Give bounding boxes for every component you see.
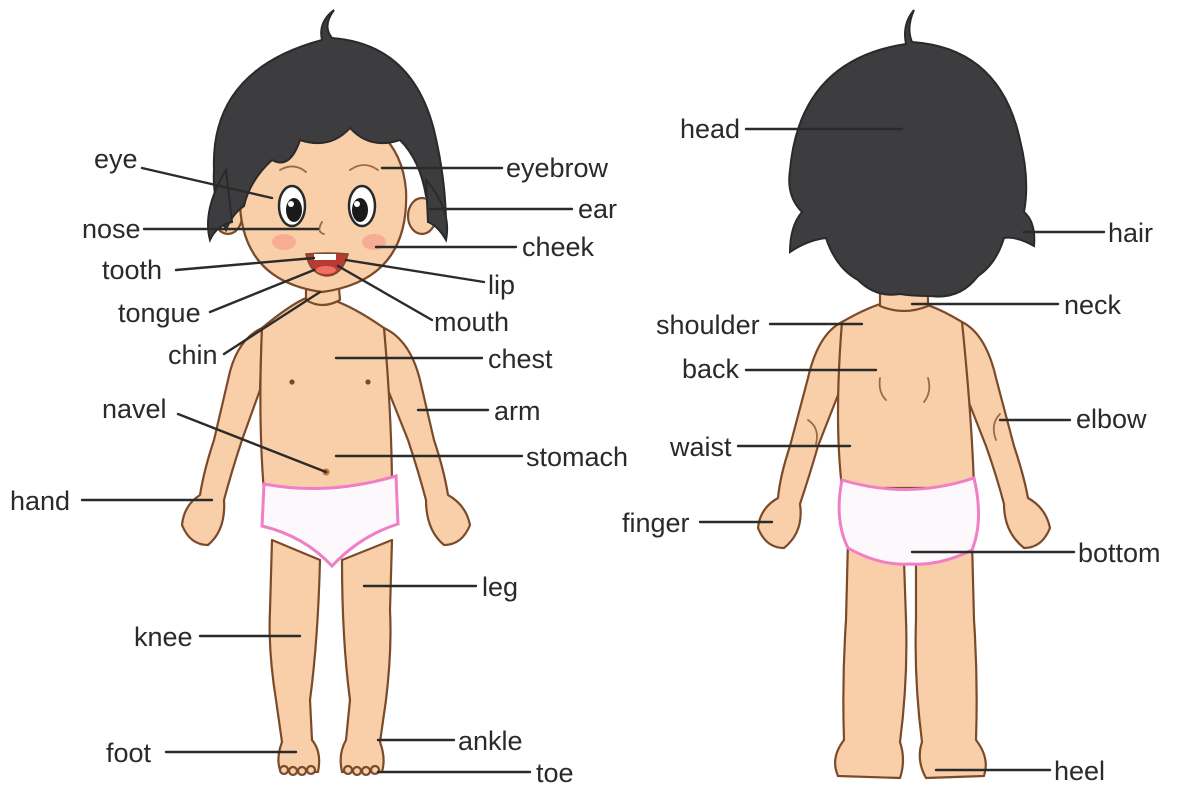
back-figure (758, 10, 1050, 778)
front-right-eye-shine (354, 201, 360, 207)
label-chin: chin (168, 340, 218, 370)
label-navel: navel (102, 394, 167, 424)
front-right-leg (341, 540, 392, 772)
back-left-leg (835, 540, 906, 778)
label-shoulder: shoulder (656, 310, 760, 340)
label-mouth: mouth (434, 307, 509, 337)
label-heel: heel (1054, 756, 1105, 786)
back-torso (838, 300, 974, 488)
label-ankle: ankle (458, 726, 523, 756)
front-right-pupil (352, 198, 368, 222)
label-neck: neck (1064, 290, 1122, 320)
front-figure (182, 10, 470, 775)
front-toes (280, 766, 379, 775)
label-knee: knee (134, 622, 193, 652)
label-waist: waist (669, 432, 732, 462)
label-eyebrow: eyebrow (506, 153, 609, 183)
label-nose: nose (82, 214, 141, 244)
back-left-arm (758, 322, 842, 548)
label-arm: arm (494, 396, 541, 426)
label-chest: chest (488, 344, 553, 374)
back-right-leg (916, 540, 986, 778)
front-torso (260, 296, 392, 492)
label-finger: finger (622, 508, 690, 538)
front-teeth (314, 254, 336, 260)
label-stomach: stomach (526, 442, 628, 472)
back-hair (789, 10, 1034, 297)
label-tongue: tongue (118, 298, 201, 328)
label-hair: hair (1108, 218, 1153, 248)
label-cheek: cheek (522, 232, 595, 262)
label-head: head (680, 114, 740, 144)
front-tongue (316, 266, 336, 274)
front-chest-dot-left (289, 379, 294, 384)
label-elbow: elbow (1076, 404, 1147, 434)
label-bottom: bottom (1078, 538, 1161, 568)
label-lip: lip (488, 270, 515, 300)
label-foot: foot (106, 738, 152, 768)
label-back: back (682, 354, 740, 384)
label-leg: leg (482, 572, 518, 602)
front-chest-dot-right (365, 379, 370, 384)
front-left-eye-shine (288, 201, 294, 207)
label-eye: eye (94, 144, 138, 174)
label-hand: hand (10, 486, 70, 516)
label-toe: toe (536, 758, 574, 788)
label-ear: ear (578, 194, 617, 224)
label-tooth: tooth (102, 255, 162, 285)
front-left-pupil (286, 198, 302, 222)
front-left-cheek (272, 234, 296, 250)
front-left-leg (270, 540, 320, 772)
